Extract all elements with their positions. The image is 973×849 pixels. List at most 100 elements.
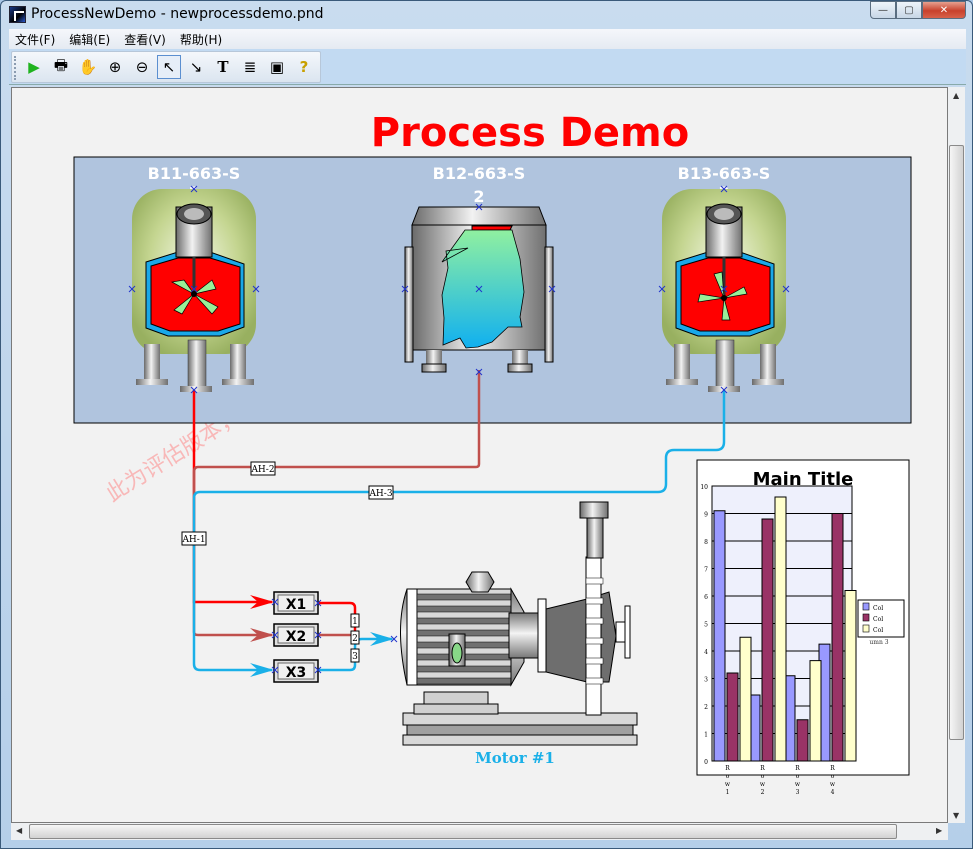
connection-point-icon	[720, 285, 728, 293]
vertical-scroll-thumb[interactable]	[949, 145, 964, 740]
connector-button[interactable]: ↘	[184, 55, 208, 79]
tank-tag: B12-663-S	[433, 164, 526, 183]
connection-point-icon	[271, 598, 279, 606]
motor-label: Motor #1	[475, 749, 555, 767]
print-button[interactable]: 🖶	[49, 55, 73, 79]
zoom-out-icon: ⊖	[135, 58, 149, 76]
x-tick-label: 1	[726, 789, 730, 796]
pipe-label-ah1: AH-1	[181, 535, 205, 545]
zoom-out-button[interactable]: ⊖	[130, 55, 154, 79]
toolbar-grip[interactable]	[14, 56, 17, 80]
help-button[interactable]: ?	[292, 55, 316, 79]
y-tick-label: 10	[700, 484, 708, 491]
hand-icon: ✋	[78, 58, 98, 76]
connection-point-icon	[190, 285, 198, 293]
vertical-scrollbar[interactable]: ▲ ▼	[948, 87, 965, 823]
connection-point-icon	[548, 285, 556, 293]
junction-label: 3	[352, 652, 358, 662]
connection-point-icon	[190, 386, 198, 394]
printer-icon: 🖶	[53, 55, 69, 74]
label-icon: ≣	[243, 58, 257, 76]
text-button[interactable]: T	[211, 55, 235, 79]
pipe-label-ah2: AH-2	[250, 465, 274, 475]
motor-1[interactable]: Motor #1	[400, 501, 638, 767]
label-button[interactable]: ≣	[238, 55, 262, 79]
x-tick-label: R	[760, 765, 765, 772]
tank-b12[interactable]: B12-663-S 2	[404, 164, 554, 373]
y-tick-label: 3	[704, 677, 708, 684]
zoom-in-button[interactable]: ⊕	[103, 55, 127, 79]
diagram-title: Process Demo	[371, 110, 689, 156]
legend-label: Col	[873, 605, 883, 612]
toolbar-area: ▶ 🖶 ✋ ⊕ ⊖ ↖ ↘ T ≣ ▣?	[9, 49, 966, 85]
y-tick-label: 2	[704, 704, 708, 711]
tank-tag: B13-663-S	[678, 164, 771, 183]
horizontal-scroll-thumb[interactable]	[29, 824, 897, 839]
legend-swatch	[862, 624, 870, 633]
tank-outlet	[187, 339, 207, 389]
bar	[809, 660, 822, 762]
connection-point-icon	[658, 285, 666, 293]
y-tick-label: 5	[704, 622, 708, 629]
scroll-right-arrow[interactable]: ▶	[936, 826, 943, 835]
y-tick-label: 7	[704, 567, 708, 574]
valve-label: X3	[286, 665, 307, 681]
tank-foot	[222, 379, 254, 385]
x-tick-label: o	[761, 773, 765, 780]
tank-foot	[136, 379, 168, 385]
connection-point-icon	[390, 635, 398, 643]
x-tick-label: o	[796, 773, 800, 780]
image-button[interactable]: ▣	[265, 55, 289, 79]
process-diagram: 此为评估版本，购买 Process Demo B11-663-S 1	[73, 110, 912, 796]
x-tick-label: R	[725, 765, 730, 772]
x-tick-label: 3	[796, 789, 800, 796]
tank-b11[interactable]: B11-663-S 1	[132, 164, 256, 392]
connection-point-icon	[475, 203, 483, 211]
valve-label: X2	[286, 629, 307, 645]
pointer-icon: ↖	[162, 58, 176, 76]
tank-b13[interactable]: B13-663-S 3	[662, 164, 786, 392]
pipes	[192, 370, 726, 672]
scroll-down-arrow[interactable]: ▼	[953, 811, 960, 820]
x-tick-label: w	[795, 781, 801, 788]
menu-view[interactable]: 查看(V)	[124, 32, 166, 47]
valve-x2[interactable]: X2	[273, 623, 319, 647]
close-button[interactable]: ✕	[922, 1, 966, 19]
pan-button[interactable]: ✋	[76, 55, 100, 79]
scroll-left-arrow[interactable]: ◀	[16, 826, 23, 835]
y-tick-label: 6	[704, 594, 708, 601]
diagram-canvas[interactable]: 此为评估版本，购买 Process Demo B11-663-S 1	[11, 87, 948, 823]
menu-edit[interactable]: 编辑(E)	[69, 32, 111, 47]
scroll-up-arrow[interactable]: ▲	[953, 91, 960, 100]
legend-swatch	[862, 613, 870, 622]
valve-x1[interactable]: X1	[273, 591, 319, 615]
legend-label: Col	[873, 627, 883, 634]
arrow-line-icon: ↘	[189, 58, 203, 76]
x-tick-label: o	[831, 773, 835, 780]
connection-point-icon	[271, 631, 279, 639]
zoom-in-icon: ⊕	[108, 58, 122, 76]
menu-help[interactable]: 帮助(H)	[179, 32, 223, 47]
x-tick-label: w	[760, 781, 766, 788]
valve-x3[interactable]: X3	[273, 659, 319, 683]
connection-point-icon	[190, 185, 198, 193]
y-tick-label: 8	[704, 539, 708, 546]
bar	[713, 510, 726, 762]
connection-point-icon	[720, 386, 728, 394]
flow-arrows	[250, 595, 394, 677]
minimize-button[interactable]: —	[870, 1, 896, 19]
horizontal-scrollbar[interactable]: ◀ ▶	[11, 823, 948, 840]
maximize-button[interactable]: ▢	[896, 1, 922, 19]
select-button[interactable]: ↖	[157, 55, 181, 79]
connection-point-icon	[128, 285, 136, 293]
pipe-ah3[interactable]	[192, 390, 726, 672]
menu-file[interactable]: 文件(F)	[15, 32, 56, 47]
valve-label: X1	[286, 597, 307, 613]
bar	[739, 636, 752, 762]
menu-bar: 文件(F) 编辑(E) 查看(V) 帮助(H)	[9, 29, 966, 49]
x-tick-label: 2	[761, 789, 765, 796]
run-button[interactable]: ▶	[22, 55, 46, 79]
connection-point-icon	[314, 666, 322, 674]
